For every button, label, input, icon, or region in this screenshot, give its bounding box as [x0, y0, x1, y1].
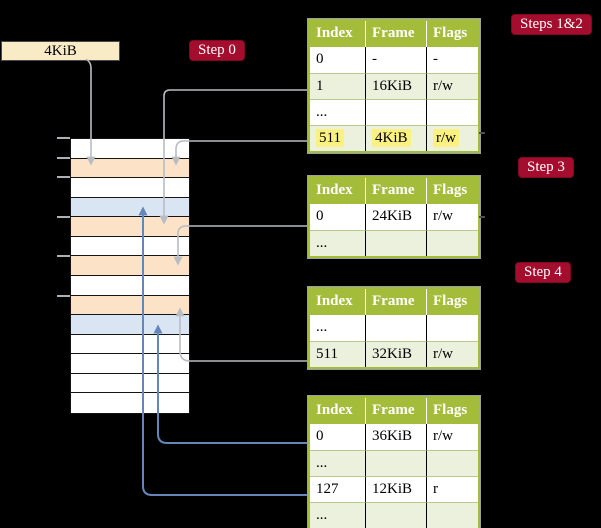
cell-flags-highlighted: r/w — [426, 125, 478, 151]
cell-flags — [426, 230, 478, 256]
cell-frame — [365, 450, 426, 476]
cell-frame: 12KiB — [365, 476, 426, 502]
memory-row-blue — [71, 315, 189, 335]
cell-frame: - — [365, 47, 426, 73]
cell-index: 0 — [316, 208, 324, 224]
col-header-index: Index — [310, 289, 365, 315]
cell-index: 1 — [310, 73, 365, 99]
memory-tick — [57, 216, 70, 218]
cell-frame: 24KiB — [365, 204, 426, 230]
page-size-box: 4KiB — [1, 41, 120, 61]
cell-flags — [426, 502, 478, 528]
cell-index: 0 — [316, 428, 324, 444]
cell-flags: r — [426, 476, 478, 502]
cell-flags: r/w — [426, 341, 478, 367]
page-table-steps12: Index Frame Flags 0 - - 1 16KiB r/w ... … — [308, 19, 480, 153]
col-header-flags: Flags — [426, 398, 478, 424]
leader-stub — [479, 216, 485, 218]
col-header-frame: Frame — [365, 21, 426, 47]
col-header-index: Index — [310, 21, 365, 47]
page-table-leaf: Index Frame Flags 0 36KiB r/w ... 127 12… — [308, 396, 480, 528]
cell-flags — [426, 450, 478, 476]
cell-frame: 32KiB — [365, 341, 426, 367]
cell-index-highlighted: 511 — [310, 125, 365, 151]
memory-tick — [57, 295, 70, 297]
cell-index: 127 — [310, 476, 365, 502]
col-header-frame: Frame — [365, 289, 426, 315]
cell-index: 0 — [316, 51, 324, 67]
cell-frame-highlighted: 4KiB — [365, 125, 426, 151]
leader-stub — [479, 132, 485, 134]
cell-frame: 16KiB — [365, 73, 426, 99]
memory-tick — [57, 255, 70, 257]
memory-row-peach — [71, 158, 189, 179]
cell-index: ... — [310, 230, 365, 256]
col-header-index: Index — [310, 398, 365, 424]
cell-index: ... — [310, 502, 365, 528]
memory-tick — [57, 157, 70, 159]
memory-row-peach — [71, 256, 189, 276]
col-header-flags: Flags — [426, 21, 478, 47]
cell-flags: r/w — [426, 73, 478, 99]
arrow-pt1-entry511 — [171, 140, 312, 166]
memory-row-white — [71, 178, 189, 198]
step3-label: Step 3 — [518, 157, 574, 178]
memory-row-peach — [71, 217, 189, 237]
cell-frame — [365, 315, 426, 341]
cell-flags — [426, 315, 478, 341]
physical-memory-stack — [70, 138, 190, 414]
memory-row-white — [71, 373, 189, 394]
cell-flags: r/w — [426, 204, 478, 230]
cell-frame: 36KiB — [365, 424, 426, 450]
cell-frame — [365, 502, 426, 528]
col-header-frame: Frame — [365, 178, 426, 204]
memory-tick — [57, 176, 70, 178]
cell-frame — [365, 99, 426, 125]
step4-label: Step 4 — [515, 262, 571, 283]
cell-flags: r/w — [426, 424, 478, 450]
col-header-flags: Flags — [426, 178, 478, 204]
col-header-flags: Flags — [426, 289, 478, 315]
cell-index: ... — [310, 99, 365, 125]
arrow-pt2-entry0 — [173, 225, 312, 266]
step0-label: Step 0 — [189, 40, 245, 61]
memory-row-blue — [71, 197, 189, 218]
cell-flags — [426, 99, 478, 125]
cell-index: ... — [316, 319, 328, 335]
col-header-index: Index — [310, 178, 365, 204]
page-table-step3: Index Frame Flags 0 24KiB r/w ... — [308, 176, 480, 258]
memory-row-peach — [71, 295, 189, 316]
cell-index: ... — [310, 450, 365, 476]
memory-row-white — [71, 354, 189, 374]
steps12-label: Steps 1&2 — [511, 14, 592, 35]
memory-row-white — [71, 139, 189, 159]
memory-row-white — [71, 334, 189, 355]
memory-tick — [57, 137, 70, 139]
col-header-frame: Frame — [365, 398, 426, 424]
memory-row-white — [71, 275, 189, 296]
cell-frame — [365, 230, 426, 256]
memory-row-white — [71, 236, 189, 257]
page-table-step4: Index Frame Flags ... 511 32KiB r/w — [308, 287, 480, 369]
cell-index: 511 — [310, 341, 365, 367]
cell-flags: - — [426, 47, 478, 73]
memory-row-white — [71, 393, 189, 413]
arrow-pt3-entry511 — [175, 307, 312, 362]
